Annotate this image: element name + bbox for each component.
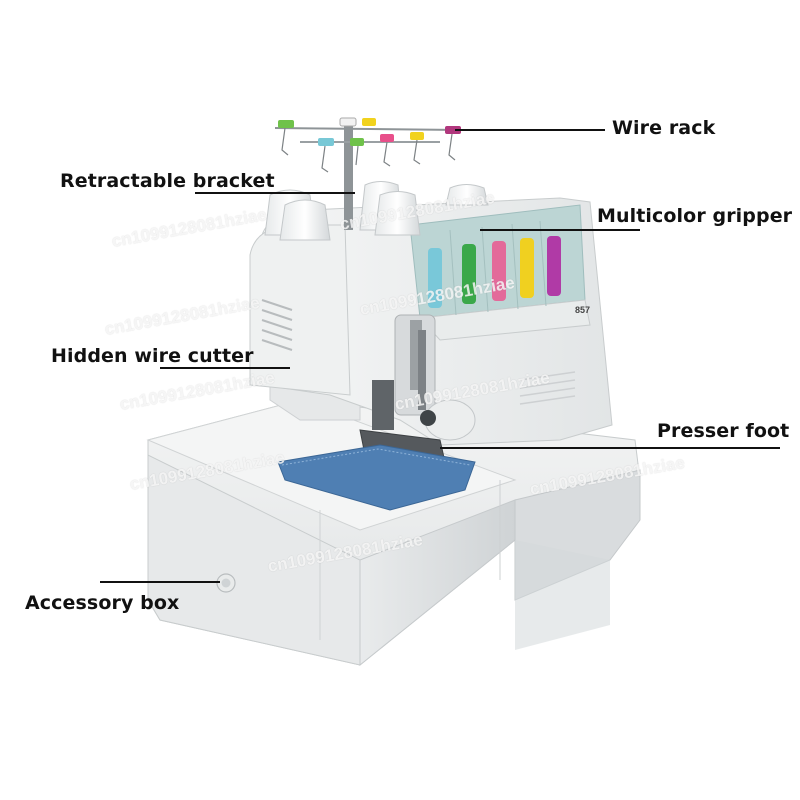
leader-accessory-box xyxy=(100,581,220,583)
leader-multicolor-gripper xyxy=(480,229,640,231)
wire-rack-assembly xyxy=(274,117,461,230)
vent-slots xyxy=(261,299,293,351)
label-multicolor-gripper: Multicolor gripper xyxy=(597,205,793,227)
label-leaders xyxy=(100,129,780,583)
side-vent xyxy=(519,371,576,405)
tension-panel xyxy=(409,204,591,341)
model-number: 857 xyxy=(575,305,591,315)
label-retractable-bracket: Retractable bracket xyxy=(60,170,275,192)
label-accessory-box: Accessory box xyxy=(25,592,180,614)
machine-base xyxy=(146,399,641,667)
rack-clips xyxy=(278,117,461,146)
denim-fabric xyxy=(277,444,476,511)
leader-retractable-bracket xyxy=(195,192,355,194)
label-presser-foot: Presser foot xyxy=(657,420,790,442)
label-wire-rack: Wire rack xyxy=(612,117,716,139)
leader-hidden-wire-cutter xyxy=(160,367,290,369)
leader-wire-rack xyxy=(455,129,605,131)
thread-cones xyxy=(264,181,489,241)
leader-presser-foot xyxy=(440,447,780,449)
label-hidden-wire-cutter: Hidden wire cutter xyxy=(51,345,254,367)
